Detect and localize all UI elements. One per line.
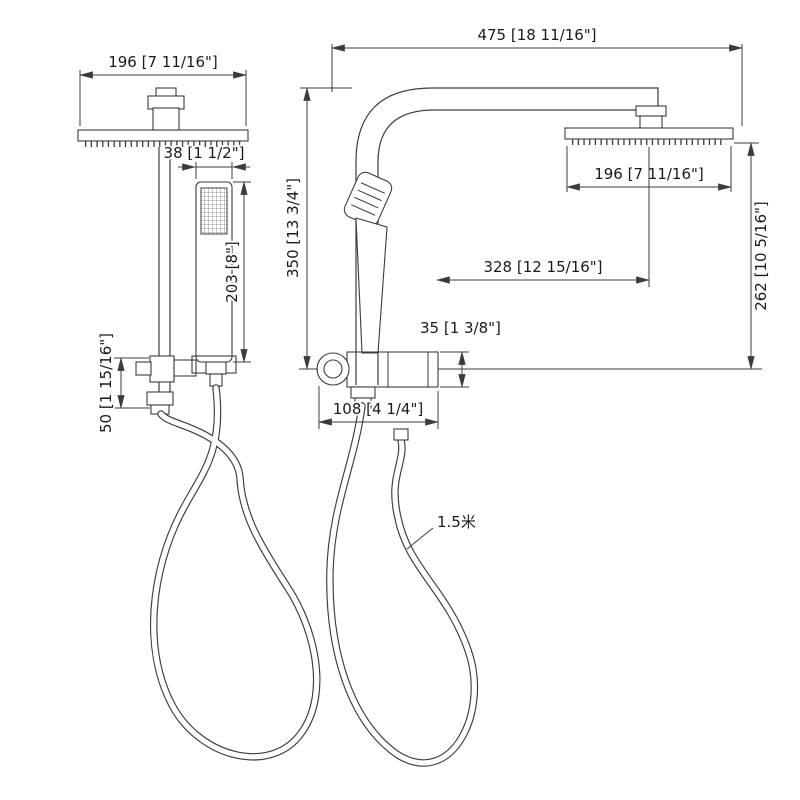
dim-bracket-tube: 35 [1 3/8"] (418, 317, 503, 389)
slide-bar (158, 147, 171, 392)
supply-elbow (146, 391, 174, 415)
dim-overall-width: 475 [18 11/16"] (330, 24, 744, 126)
dim-label-hose-length: 1.5米 (437, 513, 476, 531)
dim-label-overall-width: 475 [18 11/16"] (477, 26, 596, 44)
dim-left-head-width: 196 [7 11/16"] (78, 51, 248, 126)
dim-label-bracket-tube: 35 [1 3/8"] (420, 319, 501, 337)
hose-length-callout: 1.5米 (406, 511, 478, 550)
dim-label-bracket-offset: 50 [1 15/16"] (97, 333, 115, 433)
dim-bracket-length: 108 [4 1/4"] (317, 386, 440, 429)
dim-label-head-center-offset: 328 [12 15/16"] (483, 258, 602, 276)
dim-label-head-drop: 262 [10 5/16"] (752, 201, 770, 311)
dim-head-center-offset: 328 [12 15/16"] (435, 147, 651, 287)
dim-hand-shower-height: 203 [8"] (221, 180, 251, 364)
shower-hose-left (150, 384, 321, 761)
wall-flange (316, 352, 350, 386)
rain-head-left (77, 129, 249, 147)
dim-label-bracket-length: 108 [4 1/4"] (333, 400, 423, 418)
dim-label-hand-shower-width: 38 [1 1/2"] (164, 144, 245, 162)
shower-hose-right (326, 402, 479, 767)
dim-label-hand-shower-height: 203 [8"] (223, 241, 241, 303)
dim-column-height: 350 [13 3/4"] (282, 86, 352, 371)
spray-face-grid (200, 187, 228, 235)
hose-end-nut (393, 428, 409, 441)
dim-bracket-offset: 50 [1 15/16"] (95, 331, 150, 435)
gooseneck-pipe (355, 87, 659, 385)
hand-shower-outlet (205, 361, 227, 387)
right-view: 475 [18 11/16"] 350 [13 3/4"] 196 [7 11/… (282, 24, 772, 767)
dim-label-column-height: 350 [13 3/4"] (284, 178, 302, 278)
dim-label-left-head-width: 196 [7 11/16"] (108, 53, 218, 71)
dim-hand-shower-width: 38 [1 1/2"] (162, 142, 250, 179)
left-view: 196 [7 11/16"] 38 [1 1/2"] 203 [8"] 50 [… (77, 51, 321, 761)
head-connector-left (147, 87, 185, 131)
hand-shower-profile (343, 171, 393, 354)
rain-head-right (564, 105, 734, 145)
dim-head-drop: 262 [10 5/16"] (734, 141, 772, 371)
hand-shower-front (195, 181, 233, 363)
